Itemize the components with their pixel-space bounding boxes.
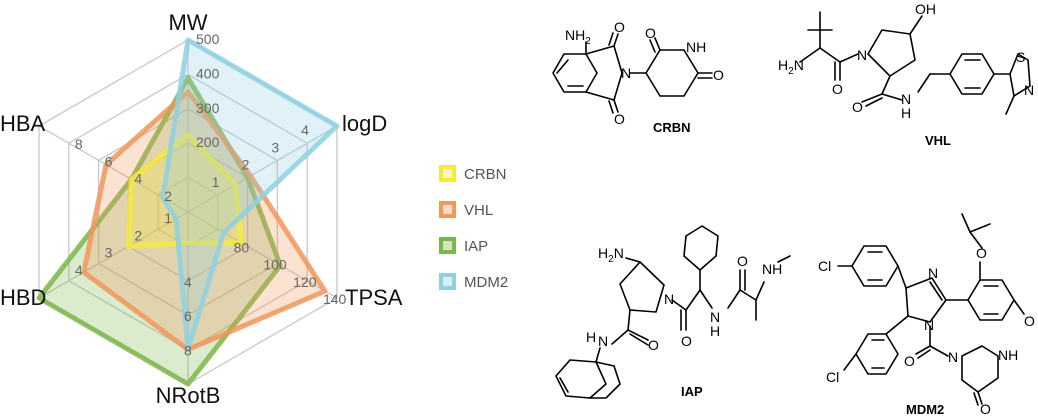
tick-label-hba: 8 [75,136,83,152]
atom-iap-nh3: NH [762,261,782,277]
legend-label-iap: IAP [464,238,488,255]
legend-swatch-crbn [439,165,456,182]
legend-swatch-iap [439,237,456,254]
atom-vhl-s: S [1016,49,1025,65]
atom-vhl-o1: O [832,81,843,97]
bonds-mdm2 [837,213,1025,406]
legend-item-crbn: CRBN [439,165,507,183]
tick-label-hbd: 3 [105,245,113,261]
atom-iap-nh2: N [598,333,608,349]
legend-item-iap: IAP [439,237,488,255]
tick-label-logd: 3 [271,139,279,155]
atom-mdm2-cl1: Cl [818,258,831,274]
atom-crbn-o4: O [713,67,724,83]
tick-label-hbd: 2 [134,227,142,243]
legend-swatch-vhl [439,201,456,218]
atom-vhl-h2n: H2N [778,57,804,77]
atom-iap-o3: O [648,337,659,353]
legend-label-mdm2: MDM2 [464,274,508,291]
radar-series-crbn [125,132,245,249]
atom-vhl-nh-h: H [901,105,911,121]
label-iap: IAP [681,384,703,399]
tick-label-mw: 500 [196,31,220,47]
atom-mdm2-o1: O [976,245,987,261]
tick-label-nrotb: 6 [184,308,192,324]
axis-title-logd: logD [342,111,387,136]
atom-mdm2-cl2: Cl [826,369,839,385]
atom-iap-o1: O [681,333,692,349]
bonds-crbn [552,32,713,114]
atom-mdm2-o4: O [980,401,991,416]
axis-title-nrotb: NRotB [156,383,221,408]
atom-vhl-oh: OH [915,1,936,17]
label-vhl: VHL [925,133,951,148]
atom-iap-h2n: H2N [598,245,624,265]
tick-label-mw: 400 [196,65,220,81]
atom-iap-nh1-h: H [710,323,720,339]
axis-title-mw: MW [168,10,207,35]
atom-mdm2-nh: NH [998,347,1018,363]
label-mdm2: MDM2 [906,402,944,416]
structure-mdm2: Cl N N O O Cl O N NH O MDM2 [818,213,1035,416]
legend-swatch-mdm2 [439,273,456,290]
bonds-vhl [799,11,1031,115]
tick-label-tpsa: 80 [234,239,250,255]
atom-mdm2-o3: O [904,353,915,369]
tick-label-hba: 6 [105,153,113,169]
tick-label-hba: 4 [134,171,142,187]
atom-vhl-nh: N [901,91,911,107]
radar-chart: 200 300 400 500 1 2 3 4 80 100 120 140 4 6 8 1 2 3 4 2 4 6 8 M… [0,10,403,408]
atom-crbn-n: N [621,65,631,81]
radar-tick-labels: 200 300 400 500 1 2 3 4 80 100 120 140 4 6 8 1 2 3 4 2 4 6 8 [75,31,347,359]
atom-iap-o2: O [737,253,748,269]
atom-vhl-n: N [857,47,867,63]
tick-label-tpsa: 100 [263,257,287,273]
axis-title-tpsa: TPSA [345,285,403,310]
tick-label-mw: 300 [196,100,220,116]
atom-mdm2-o2: O [1024,313,1035,329]
grid-spoke [187,211,338,299]
atom-iap-n: N [664,291,674,307]
tick-label-hbd: 1 [164,210,172,226]
structure-vhl: H2N OH N O O N H S N VHL [778,1,1034,148]
axis-title-hba: HBA [0,111,46,136]
tick-label-logd: 2 [242,157,250,173]
atom-iap-nh1: N [710,309,720,325]
atom-mdm2-n2: N [924,317,934,333]
atom-crbn-o1: O [614,19,625,35]
atom-crbn-nh2: NH2 [565,27,591,47]
atom-mdm2-n3: N [948,349,958,365]
atom-iap-nh2-h: H [586,329,596,345]
structure-iap: H2N N O N H O NH N H O IAP [555,225,791,399]
axis-title-hbd: HBD [0,285,46,310]
atom-crbn-nh: NH [686,39,706,55]
legend-label-vhl: VHL [464,202,493,219]
radar-series-mdm2 [160,37,340,353]
tick-label-mw: 200 [196,134,220,150]
atom-vhl-o2: O [852,99,863,115]
tick-label-nrotb: 8 [184,343,192,359]
radar-series-layer [36,37,340,387]
atom-mdm2-n1: N [928,265,938,281]
grid-spoke [187,125,338,213]
grid-spoke [38,211,189,299]
bonds-iap [555,225,791,399]
tick-label-hbd: 4 [75,262,83,278]
legend-item-mdm2: MDM2 [439,273,508,291]
legend-label-crbn: CRBN [464,166,507,183]
tick-label-tpsa: 120 [293,274,317,290]
tick-label-logd: 4 [301,122,309,138]
atom-crbn-o3: O [645,25,656,41]
label-crbn: CRBN [653,120,691,135]
atom-vhl-n2: N [1024,82,1034,98]
tick-label-tpsa: 140 [323,291,347,307]
legend-item-vhl: VHL [439,201,493,219]
legend: CRBN VHL IAP MDM2 [439,165,508,291]
tick-label-hba: 2 [164,188,172,204]
structure-crbn: NH2 O N O O NH O CRBN [552,19,724,135]
atom-crbn-o2: O [614,111,625,127]
tick-label-logd: 1 [212,174,220,190]
tick-label-nrotb: 4 [184,274,192,290]
